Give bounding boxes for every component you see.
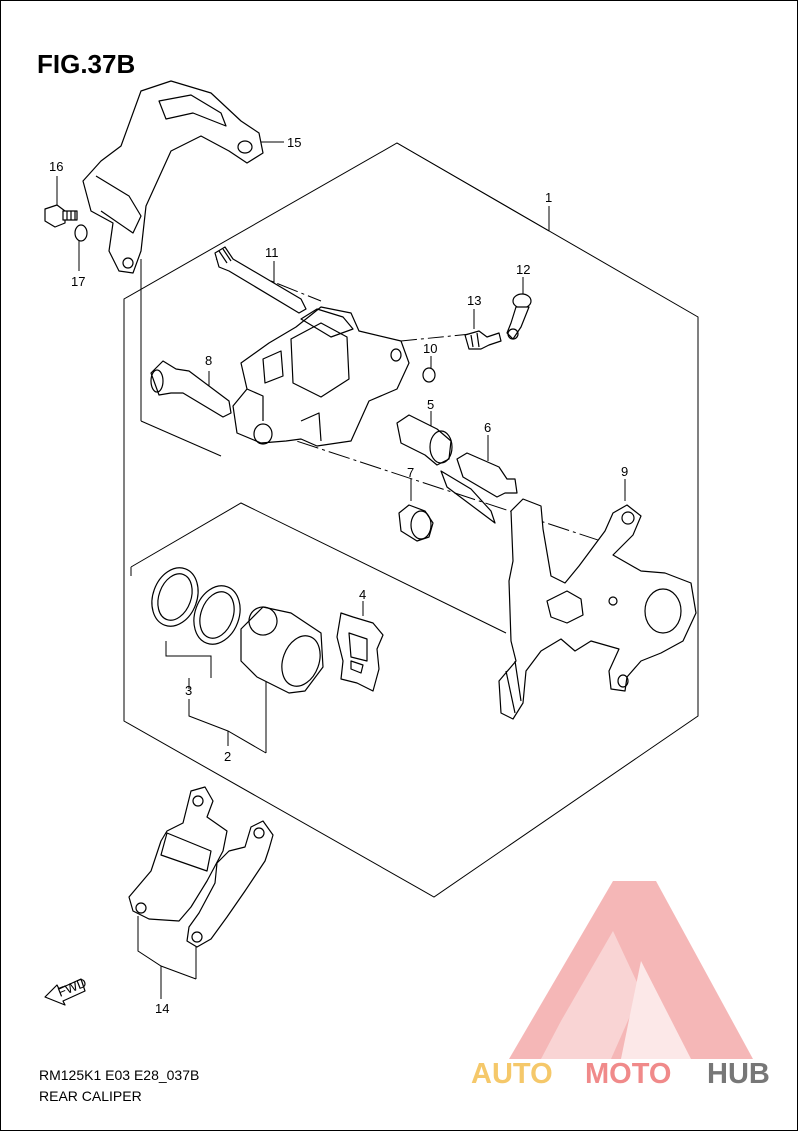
callout-14: 14 [155, 1001, 169, 1016]
brake-pads-14 [128, 786, 274, 948]
pin-11 [214, 246, 307, 314]
callout-9: 9 [621, 464, 628, 479]
callout-2: 2 [224, 749, 231, 764]
bracket-9 [498, 498, 697, 720]
watermark-text: AUTO MOTO HUB [471, 1058, 770, 1090]
watermark-logo [509, 881, 753, 1059]
o-ring-10 [422, 367, 436, 383]
caliper-body [232, 306, 410, 447]
callout-8: 8 [205, 353, 212, 368]
callout-6: 6 [484, 420, 491, 435]
pin-6 [440, 452, 518, 524]
bracket-15 [82, 80, 264, 274]
callout-7: 7 [407, 465, 414, 480]
piston-2 [240, 606, 324, 694]
watermark-auto: AUTO [471, 1058, 553, 1090]
callout-10: 10 [423, 341, 437, 356]
callout-4: 4 [359, 587, 366, 602]
model-code: RM125K1 E03 E28_037B [39, 1067, 200, 1083]
callout-labels: 1 2 3 4 5 6 7 8 9 10 11 12 13 14 15 16 1… [49, 135, 628, 1016]
callout-12: 12 [516, 262, 530, 277]
watermark-moto: MOTO [585, 1058, 671, 1090]
callout-15: 15 [287, 135, 301, 150]
bolt-16 [44, 204, 78, 228]
pin-8 [150, 360, 232, 418]
cap-12 [506, 293, 532, 340]
callout-13: 13 [467, 293, 481, 308]
washer-17 [74, 224, 88, 242]
boot-7 [398, 504, 434, 542]
figure-title: FIG.37B [37, 49, 136, 79]
axis-line [265, 430, 602, 542]
watermark-hub: HUB [707, 1058, 770, 1090]
inner-subassy-outline [130, 502, 507, 634]
callout-1: 1 [545, 190, 552, 205]
callout-17: 17 [71, 274, 85, 289]
callout-5: 5 [427, 397, 434, 412]
fwd-arrow: FWD [44, 975, 89, 1006]
callout-16: 16 [49, 159, 63, 174]
assembly-outline [123, 142, 699, 898]
spring-plate-4 [336, 612, 384, 692]
piston-seals-3 [151, 567, 241, 645]
bleeder-13 [464, 330, 502, 350]
callout-11: 11 [265, 245, 279, 260]
figure-name: REAR CALIPER [39, 1088, 142, 1104]
callout-3: 3 [185, 683, 192, 698]
sleeve-5 [396, 414, 453, 466]
